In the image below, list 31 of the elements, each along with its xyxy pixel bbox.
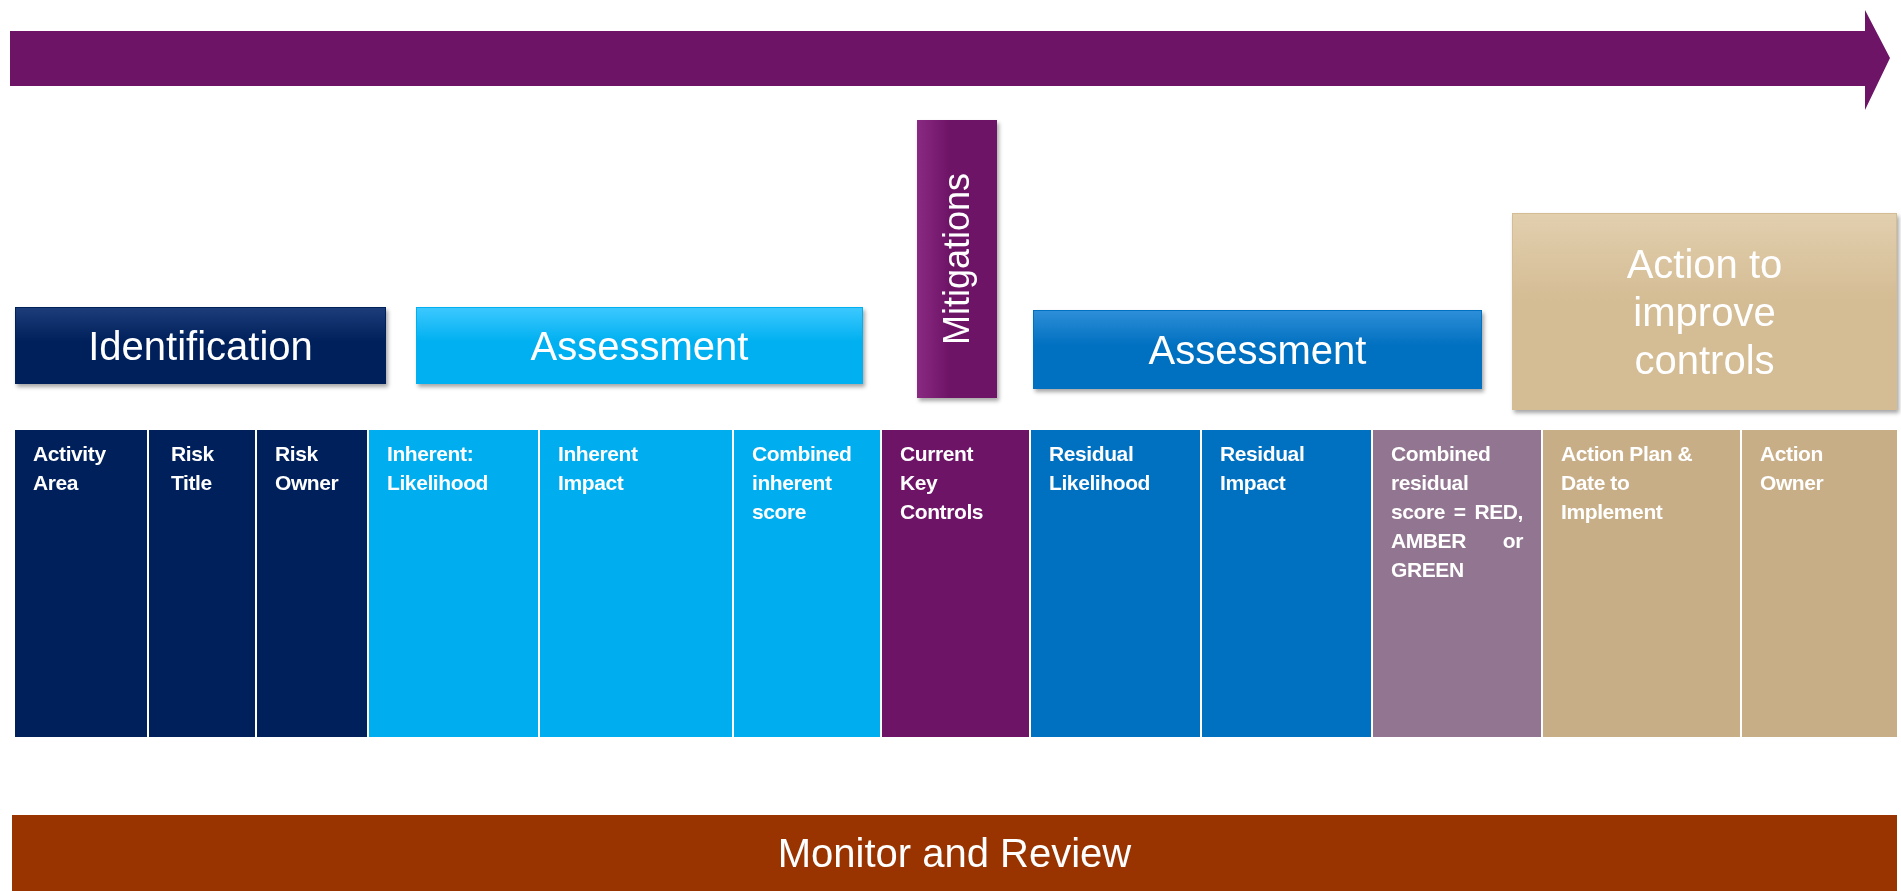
column-heading: Activity Area	[33, 441, 107, 496]
column-heading: Inherent: Likelihood	[387, 441, 489, 496]
stage-header: Identification	[15, 307, 386, 384]
stage-header: Action to improve controls	[1512, 213, 1897, 410]
header-text: Mitigations	[936, 172, 978, 346]
column-cell	[882, 430, 1029, 737]
column-cell	[1543, 430, 1740, 737]
column-heading: Risk Owner	[275, 441, 340, 496]
column-heading: Residual Likelihood	[1049, 441, 1151, 496]
stage-header: Assessment	[416, 307, 863, 384]
column-heading: Combined inherent score	[752, 441, 853, 525]
stage-header	[917, 120, 997, 398]
column-heading: Combined residual score = RED, AMBER or GREEN	[1391, 441, 1524, 583]
stage-header: Assessment	[1033, 310, 1482, 389]
column-heading: Action Plan & Date to Implement	[1561, 441, 1694, 525]
column-cell	[1373, 430, 1541, 737]
column-cell	[15, 430, 147, 737]
column-cell	[1742, 430, 1897, 737]
column-cell	[540, 430, 732, 737]
column-heading: Inherent Impact	[558, 441, 639, 496]
column-cell	[1031, 430, 1200, 737]
column-cell	[369, 430, 538, 737]
column-cell	[149, 430, 255, 737]
column-cell	[1202, 430, 1371, 737]
column-cell	[257, 430, 367, 737]
column-heading: Current Key Controls	[900, 441, 985, 525]
review-band: Monitor and Review	[12, 815, 1897, 891]
column-heading: Action Owner	[1760, 441, 1825, 496]
column-heading: Residual Impact	[1220, 441, 1306, 496]
column-heading: Risk Title	[171, 441, 215, 496]
column-cell	[734, 430, 880, 737]
